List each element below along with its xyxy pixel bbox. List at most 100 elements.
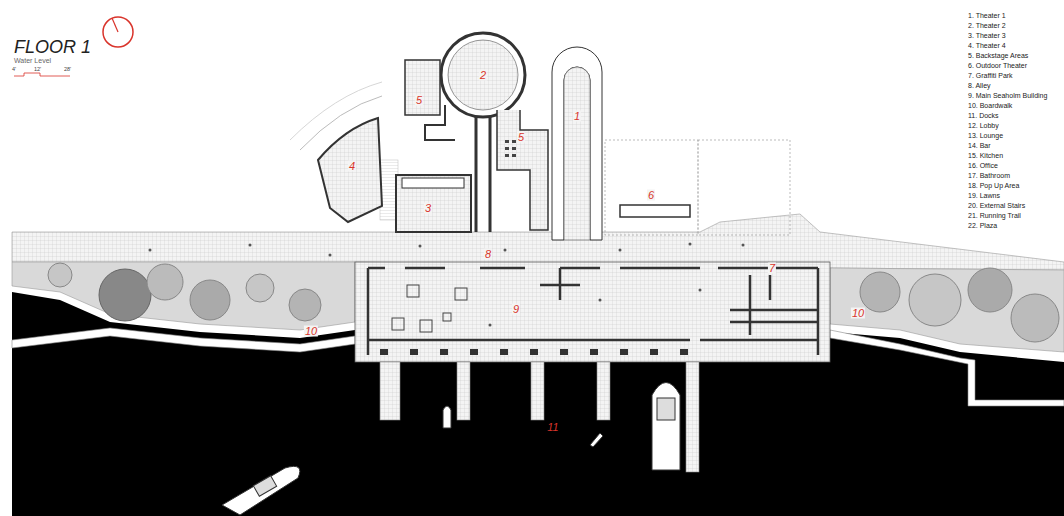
lawn-trees [860, 272, 900, 312]
theater-building [512, 140, 516, 143]
callout-number: 5 [415, 95, 423, 106]
main-building [392, 285, 467, 332]
theater-building [441, 33, 525, 117]
boat [443, 406, 451, 428]
lawn-trees [968, 268, 1012, 312]
theater-building [405, 60, 440, 115]
dock-pier [686, 362, 699, 472]
main-building [470, 349, 478, 355]
key-item: 8. Alley [968, 82, 991, 89]
boat [657, 398, 675, 420]
main-building [380, 349, 388, 355]
scale-bar [14, 73, 70, 76]
person [149, 249, 152, 252]
theater-building [605, 140, 698, 235]
callout-number: 10 [851, 308, 865, 319]
dock-pier [380, 362, 699, 472]
north-arrow [103, 17, 133, 47]
main-building [455, 288, 467, 300]
key-item: 11. Docks [968, 112, 999, 119]
main-building [440, 349, 448, 355]
theater-building [505, 147, 509, 150]
boat [222, 383, 680, 516]
key-item: 18. Pop Up Area [968, 182, 1019, 189]
dock-pier [380, 362, 400, 420]
lawn-trees [1011, 294, 1059, 342]
theater-building [402, 178, 464, 188]
main-building [500, 349, 508, 355]
key-item: 15. Kitchen [968, 152, 1003, 159]
person [599, 299, 602, 302]
dock-pier [457, 362, 470, 420]
key-item: 17. Bathroom [968, 172, 1010, 179]
callout-number: 11 [546, 422, 559, 433]
key-item: 19. Lawns [968, 192, 1000, 199]
theater-building [512, 154, 516, 157]
subtitle: Water Level [14, 57, 51, 64]
main-building [380, 349, 688, 355]
key-item: 5. Backstage Areas [968, 52, 1028, 59]
dock-pier [531, 362, 544, 420]
scale-label: 4' [12, 67, 16, 73]
theater-building [564, 67, 590, 240]
key-item: 13. Lounge [968, 132, 1003, 139]
key-item: 3. Theater 3 [968, 32, 1006, 39]
callout-number: 7 [768, 263, 776, 274]
boat [253, 476, 276, 496]
main-building [530, 349, 538, 355]
boat [590, 433, 603, 447]
theater-building [448, 40, 518, 110]
lawn-trees [289, 289, 321, 321]
theater-building [476, 117, 490, 232]
person [619, 249, 622, 252]
person [689, 243, 692, 246]
lawn-trees [48, 263, 72, 287]
main-building [590, 349, 598, 355]
theater-building [698, 140, 790, 235]
person [504, 249, 507, 252]
main-building [368, 268, 818, 355]
theater-building [620, 205, 690, 217]
lawn-trees [909, 274, 961, 326]
boat [652, 383, 680, 471]
callout-number: 5 [517, 132, 525, 143]
callout-number: 2 [479, 70, 487, 81]
person [249, 244, 252, 247]
north-arrow [112, 18, 118, 32]
main-building [680, 349, 688, 355]
boardwalk [830, 330, 1064, 406]
lawn-trees [12, 262, 355, 330]
plan-title: FLOOR 1 [14, 38, 91, 56]
scale-bar [14, 73, 70, 76]
key-item: 16. Office [968, 162, 998, 169]
main-building [420, 320, 432, 332]
theater-building [300, 96, 382, 150]
theater-building [497, 110, 548, 230]
north-arrow [103, 17, 133, 47]
person [329, 254, 332, 257]
main-building [355, 262, 830, 362]
main-building [560, 349, 568, 355]
theater-building [512, 147, 516, 150]
person [489, 324, 492, 327]
lawn-trees [246, 274, 274, 302]
lawn-trees [190, 280, 230, 320]
key-item: 10. Boardwalk [968, 102, 1012, 109]
scale-label: 12' [34, 67, 41, 73]
callout-number: 9 [512, 304, 520, 315]
theater-building [505, 154, 509, 157]
key-item: 9. Main Seaholm Building [968, 92, 1047, 99]
main-building [443, 313, 451, 321]
key-item: 20. External Stairs [968, 202, 1025, 209]
main-building [410, 349, 418, 355]
callout-number: 1 [573, 111, 581, 122]
main-building [355, 262, 830, 362]
key-item: 12. Lobby [968, 122, 999, 129]
main-building [620, 349, 628, 355]
key-item: 22. Plaza [968, 222, 997, 229]
key-item: 4. Theater 4 [968, 42, 1006, 49]
key-item: 21. Running Trail [968, 212, 1021, 219]
theater-building [396, 175, 471, 232]
key-item: 14. Bar [968, 142, 991, 149]
